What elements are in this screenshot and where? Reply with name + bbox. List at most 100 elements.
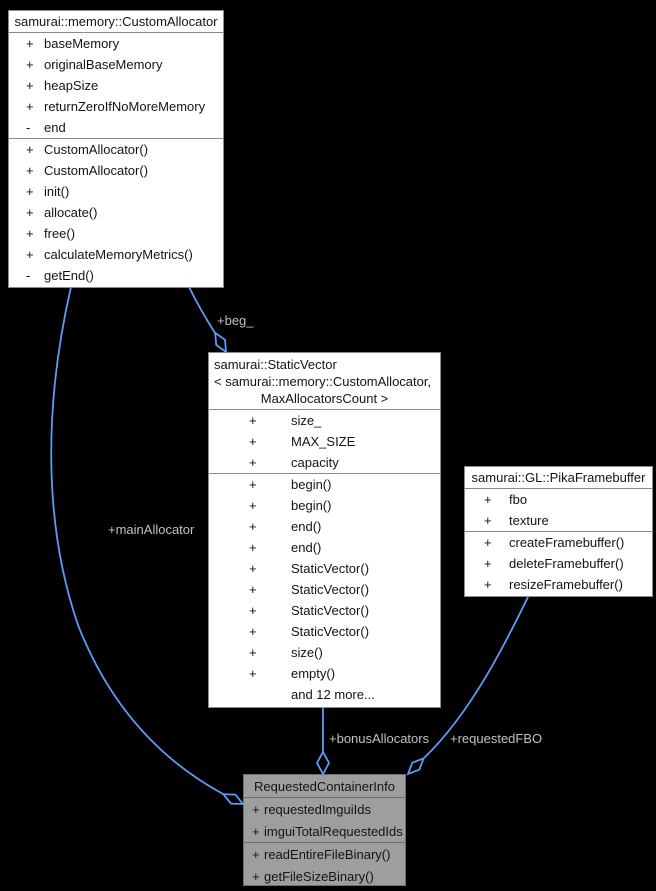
visibility-marker: + xyxy=(249,603,257,618)
member-row: + texture xyxy=(465,510,652,531)
visibility-marker: + xyxy=(249,455,257,470)
member-row: + begin() xyxy=(209,495,440,516)
visibility-marker: - xyxy=(26,268,31,283)
visibility-marker: + xyxy=(249,666,257,681)
member-row: +free() xyxy=(9,223,223,244)
member-name: end() xyxy=(291,540,322,555)
visibility-marker: + xyxy=(26,184,34,199)
member-row: + size_ xyxy=(209,410,440,431)
member-row: + StaticVector() xyxy=(209,621,440,642)
member-row: + empty() xyxy=(209,663,440,684)
visibility-marker: + xyxy=(252,801,260,817)
member-name: CustomAllocator() xyxy=(44,163,149,178)
visibility-marker: + xyxy=(252,868,260,884)
member-name: end() xyxy=(291,519,322,534)
member-row: + CustomAllocator() xyxy=(9,160,223,181)
member-row: +fbo xyxy=(465,489,652,510)
member-name: capacity xyxy=(291,455,339,470)
visibility-marker: + xyxy=(26,142,34,157)
member-name: resizeFramebuffer() xyxy=(509,577,623,592)
member-name: end xyxy=(44,120,66,135)
visibility-marker: + xyxy=(249,540,257,555)
member-name: baseMemory xyxy=(44,36,120,51)
member-row: + StaticVector() xyxy=(209,579,440,600)
member-row: + allocate() xyxy=(9,202,223,223)
member-row: +heapSize xyxy=(9,75,223,96)
member-row: + resizeFramebuffer() xyxy=(465,574,652,595)
visibility-marker: + xyxy=(249,561,257,576)
class-title[interactable]: samurai::memory::CustomAllocator xyxy=(9,11,223,33)
class-title[interactable]: RequestedContainerInfo xyxy=(244,775,405,798)
member-row: + returnZeroIfNoMoreMemory xyxy=(9,96,223,117)
visibility-marker: + xyxy=(484,577,492,592)
visibility-marker: + xyxy=(26,247,34,262)
member-row: +deleteFramebuffer() xyxy=(465,553,652,574)
class-node-requested-container-info[interactable]: RequestedContainerInfo +requestedImguiId… xyxy=(243,774,406,886)
edge-label-bonus-allocators: +bonusAllocators xyxy=(329,731,430,746)
member-row: +imguiTotalRequestedIds xyxy=(244,820,405,842)
member-name: createFramebuffer() xyxy=(509,535,625,550)
class-title[interactable]: samurai::GL::PikaFramebuffer xyxy=(465,467,652,489)
visibility-marker: + xyxy=(26,205,34,220)
visibility-marker: + xyxy=(249,477,257,492)
member-name: CustomAllocator() xyxy=(44,142,149,157)
class-node-pika-framebuffer[interactable]: samurai::GL::PikaFramebuffer +fbo +textu… xyxy=(464,466,653,597)
visibility-marker: + xyxy=(484,513,492,528)
visibility-marker: + xyxy=(249,498,257,513)
visibility-marker: - xyxy=(26,120,31,135)
member-name: StaticVector() xyxy=(291,561,370,576)
aggregation-diamond-requested-fbo-icon xyxy=(406,756,426,776)
class-title[interactable]: samurai::StaticVector < samurai::memory:… xyxy=(209,353,440,410)
attributes-section: + size_ +MAX_SIZE + capacity xyxy=(209,410,440,474)
member-name: allocate() xyxy=(44,205,98,220)
member-row: -end xyxy=(9,117,223,138)
member-name: getFileSizeBinary() xyxy=(264,868,374,884)
member-row: +begin() xyxy=(209,474,440,495)
member-name: StaticVector() xyxy=(291,582,370,597)
visibility-marker: + xyxy=(249,519,257,534)
visibility-marker: + xyxy=(26,163,34,178)
member-row: + end() xyxy=(209,516,440,537)
member-name: getEnd() xyxy=(44,268,94,283)
methods-section: +readEntireFileBinary() +getFileSizeBina… xyxy=(244,843,405,885)
edge-main-allocator xyxy=(50,286,224,795)
member-name: texture xyxy=(509,513,549,528)
member-name: free() xyxy=(44,226,76,241)
member-row: + end() xyxy=(209,537,440,558)
visibility-marker: + xyxy=(249,582,257,597)
member-row: +MAX_SIZE xyxy=(209,431,440,452)
class-node-custom-allocator[interactable]: samurai::memory::CustomAllocator +baseMe… xyxy=(8,10,224,288)
visibility-marker: + xyxy=(26,99,34,114)
title-line: MaxAllocatorsCount > xyxy=(260,391,389,406)
member-row: +readEntireFileBinary() xyxy=(244,843,405,865)
member-row: +createFramebuffer() xyxy=(465,532,652,553)
methods-section: +createFramebuffer() +deleteFramebuffer(… xyxy=(465,532,652,595)
title-line: samurai::StaticVector xyxy=(214,357,337,372)
member-name: size_ xyxy=(291,413,322,428)
visibility-marker: + xyxy=(26,78,34,93)
class-node-static-vector[interactable]: samurai::StaticVector < samurai::memory:… xyxy=(208,352,441,708)
member-row: + capacity xyxy=(209,452,440,473)
more-members-label: and 12 more... xyxy=(291,687,375,702)
methods-section: +CustomAllocator() +CustomAllocator() +i… xyxy=(9,139,223,286)
aggregation-diamond-main-allocator-icon xyxy=(221,793,245,805)
aggregation-diamond-bonus-allocators-icon xyxy=(315,750,331,776)
visibility-marker: + xyxy=(26,57,34,72)
member-name: calculateMemoryMetrics() xyxy=(44,247,193,262)
member-row: +baseMemory xyxy=(9,33,223,54)
visibility-marker: + xyxy=(484,492,492,507)
edge-beg xyxy=(188,286,216,334)
member-name: returnZeroIfNoMoreMemory xyxy=(44,99,206,114)
methods-section: +begin() +begin() +end() +end() +StaticV… xyxy=(209,474,440,705)
member-name: begin() xyxy=(291,498,332,513)
visibility-marker: + xyxy=(249,413,257,428)
visibility-marker: + xyxy=(249,434,257,449)
visibility-marker: + xyxy=(249,624,257,639)
member-name: StaticVector() xyxy=(291,624,370,639)
member-row: + StaticVector() xyxy=(209,558,440,579)
member-row: + CustomAllocator() xyxy=(9,139,223,160)
member-row: +requestedImguiIds xyxy=(244,798,405,820)
member-name: empty() xyxy=(291,666,336,681)
member-name: originalBaseMemory xyxy=(44,57,163,72)
